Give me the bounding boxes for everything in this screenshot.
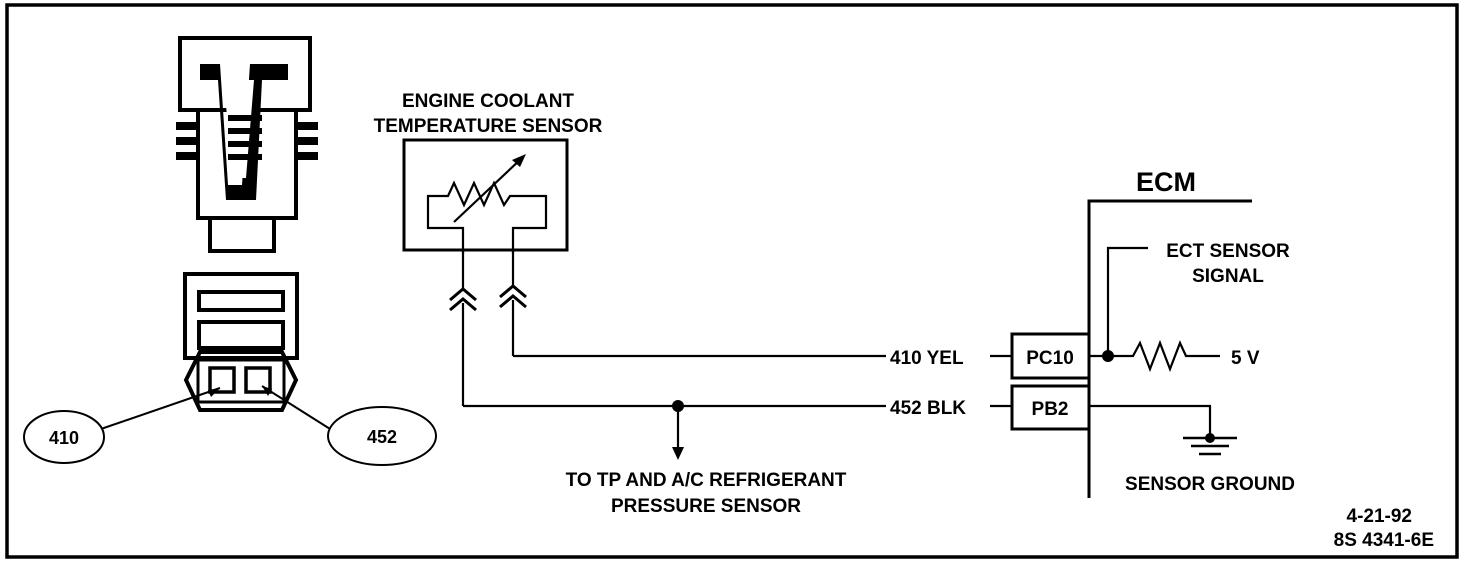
branch-arrow	[672, 447, 684, 460]
diagram-border	[5, 3, 1459, 559]
pin-pb2-label: PB2	[1032, 399, 1069, 420]
branch-label-line1: TO TP AND A/C REFRIGERANT	[566, 470, 847, 491]
callout-452	[327, 406, 437, 466]
callout-leader-452	[261, 385, 339, 435]
wire-410-label: 410 YEL	[890, 348, 964, 369]
ect-signal-line1: ECT SENSOR	[1166, 241, 1290, 262]
callout-452-label: 452	[367, 427, 397, 447]
ecm-label: ECM	[1136, 167, 1196, 197]
footer-date: 4-21-92	[1347, 506, 1413, 527]
ect-signal-line2: SIGNAL	[1192, 266, 1264, 287]
connector-chevron-left	[449, 287, 477, 312]
wire-452-label: 452 BLK	[890, 398, 966, 419]
sensor-housing	[402, 138, 569, 252]
connector-illustration	[176, 36, 318, 412]
pull-up-resistor	[1108, 339, 1220, 373]
branch-label-line2: PRESSURE SENSOR	[611, 496, 801, 517]
supply-voltage-label: 5 V	[1231, 348, 1260, 369]
callout-410-label: 410	[49, 428, 79, 448]
callout-410	[23, 410, 105, 464]
sensor-title-line2: TEMPERATURE SENSOR	[374, 116, 603, 137]
pin-pb2-box	[1010, 384, 1091, 431]
footer-code: 8S 4341-6E	[1334, 530, 1434, 551]
callout-leader-410	[97, 387, 221, 431]
sensor-ground-label: SENSOR GROUND	[1125, 474, 1295, 495]
ground-symbol	[1183, 436, 1237, 456]
sensor-title-line1: ENGINE COOLANT	[402, 91, 574, 112]
pin-pc10-label: PC10	[1026, 348, 1074, 369]
connector-chevron-right	[499, 284, 527, 309]
